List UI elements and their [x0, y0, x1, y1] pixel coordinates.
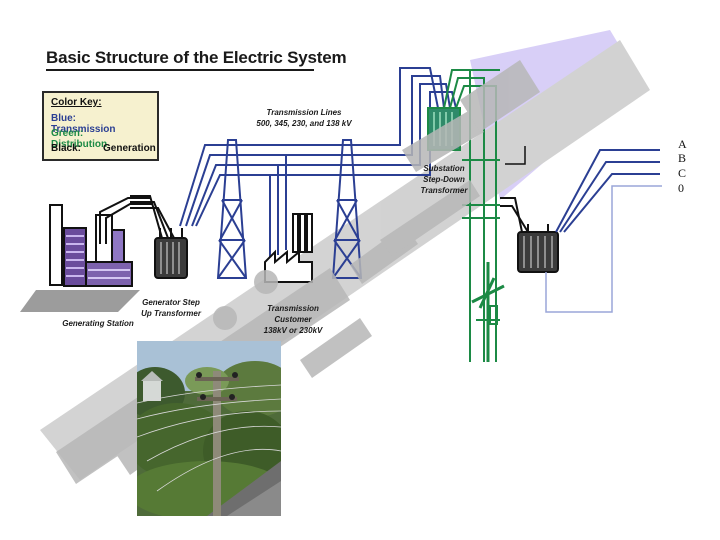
phase-label-c: C [678, 166, 687, 180]
gsu-tank [154, 237, 188, 279]
color-key: Color Key: Blue:Transmission Green:Distr… [42, 91, 159, 161]
generating-station-label: Generating Station [62, 319, 134, 328]
color-key-value: Transmission [51, 124, 116, 135]
service-lines [545, 149, 662, 313]
page-title: Basic Structure of the Electric System [46, 48, 347, 67]
customer-label-line2: Customer [274, 315, 312, 324]
building-main [63, 227, 87, 287]
substation-label-line3: Transformer [420, 186, 468, 195]
phase-label-neutral: 0 [678, 181, 684, 195]
gen-lead-2 [105, 203, 152, 244]
substation-label-line2: Step-Down [423, 175, 465, 184]
color-key-name: Green: [51, 128, 84, 139]
generator-step-up-transformer [130, 195, 188, 279]
transmission-customer-label: Transmission Customer 138kV or 230kV [250, 303, 336, 336]
color-key-heading: Color Key: [51, 97, 102, 108]
transmission-tower-right [329, 139, 365, 279]
title-underline [46, 69, 314, 71]
utility-pole-photo [137, 341, 281, 516]
customer-label-line3: 138kV or 230kV [263, 326, 323, 335]
gen-lead-1 [99, 197, 150, 244]
color-key-row-blue: Blue:Transmission [51, 113, 157, 135]
transmission-voltages: 500, 345, 230, and 138 kV [256, 119, 352, 128]
transmission-customer [264, 155, 313, 283]
substation-label-line1: Substation [423, 164, 465, 173]
color-key-name: Black: [51, 143, 82, 154]
building-tower [111, 229, 125, 263]
phase-label-b: B [678, 151, 687, 165]
generator-label-line2: Up Transformer [141, 309, 201, 318]
customer-label-line1: Transmission [267, 304, 319, 313]
substation-label: Substation Step-Down Transformer [408, 163, 480, 196]
smokestack-left [49, 204, 63, 286]
transmission-lines-title: Transmission Lines [266, 108, 342, 117]
color-key-name: Blue: [51, 113, 76, 124]
generator-transformer-label: Generator Step Up Transformer [136, 297, 206, 319]
distribution-transformer [500, 197, 559, 273]
transmission-tower-left [214, 139, 250, 279]
bracket-mark [505, 146, 526, 165]
color-key-value: Distribution [51, 139, 108, 150]
building-low [85, 261, 133, 287]
color-key-row-green: Green:Distribution [51, 128, 157, 150]
transmission-lines-label: Transmission Lines 500, 345, 230, and 13… [244, 107, 364, 129]
generating-station [20, 197, 152, 312]
generator-label-line1: Generator Step [142, 298, 200, 307]
station-shadow [20, 290, 140, 312]
color-key-value: Generation [103, 143, 156, 154]
distribution-pole [471, 262, 505, 362]
color-key-row-black: Black: Generation [51, 143, 156, 154]
phase-label-a: A [678, 137, 687, 151]
factory-building [264, 249, 313, 283]
